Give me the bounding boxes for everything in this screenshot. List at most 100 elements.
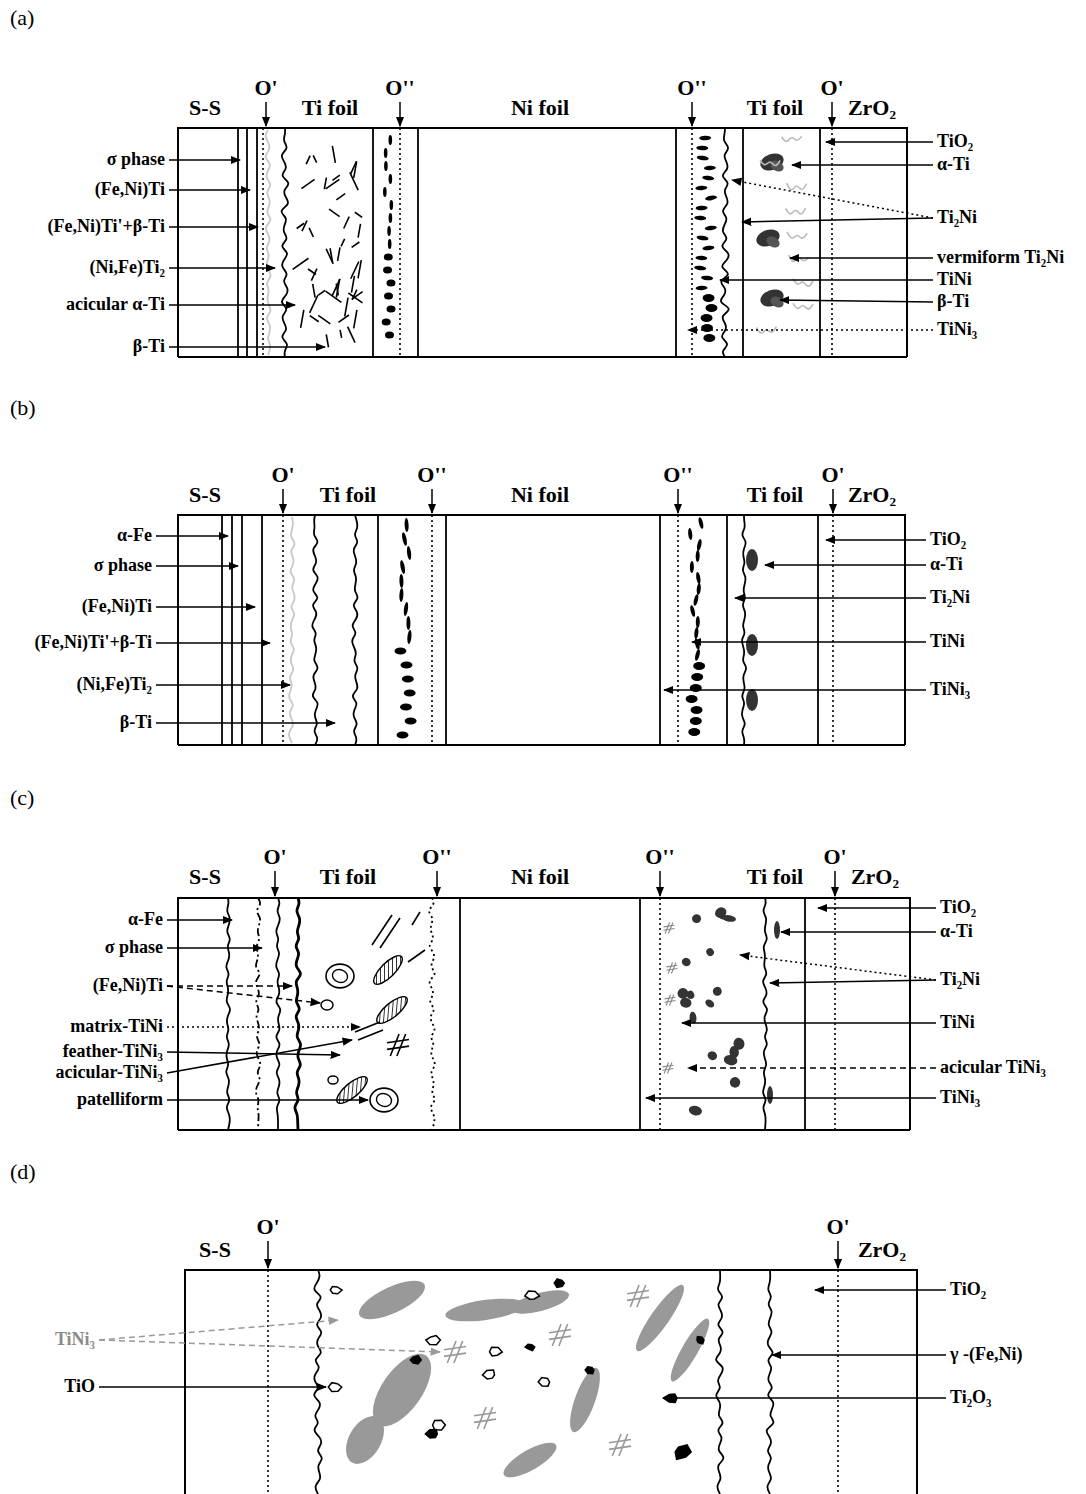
phase-particle [382,319,391,326]
phase-particle [704,165,716,170]
oxide-particle [433,1420,446,1430]
phase-label: (Fe,Ni)Ti [93,976,163,996]
oxide-particle [330,1287,342,1294]
phase-particle [764,234,781,250]
layer-header: Ti foil [320,483,376,507]
phase-particle [405,718,417,725]
interface-line [831,128,833,357]
phase-label: TiNi₃ [937,320,977,340]
phase-label: Ti₂Ni [940,970,980,990]
acicular-needle [302,221,307,232]
acicular-needle [336,279,339,297]
acicular-needle [310,316,319,322]
phase-label: β-Ti [937,292,969,312]
acicular-hash [668,923,672,934]
acicular-needle [311,269,317,281]
phase-label: (Fe,Ni)Ti'+β-Ti [47,217,165,237]
acicular-hash [474,1413,496,1416]
phase-boundary [231,515,233,745]
leader-arrow [156,535,228,537]
layer-header: S-S [189,483,221,507]
phase-particle [728,1075,742,1090]
leader-arrow [770,980,936,983]
leader-arrow [659,871,661,896]
phase-label: matrix-TiNi [70,1017,163,1037]
phase-boundary [819,128,821,357]
phase-particle [754,226,782,249]
phase-particle [406,546,412,560]
feather-particle [333,1072,371,1107]
phase-particle [396,732,408,739]
leader-arrow [282,489,284,513]
acicular-needle [306,156,310,164]
wavy-boundary [429,898,435,1130]
wavy-boundary [282,128,289,357]
phase-particle [403,602,409,616]
phase-label: acicular-TiNi₃ [56,1063,163,1083]
phase-particle [399,560,406,575]
phase-particle [695,285,707,290]
joint-frame [178,744,905,746]
leader-arrow [815,1289,946,1291]
phase-label: vermiform Ti₂Ni [937,248,1064,268]
leader-arrow [832,489,834,513]
oxide-particle [525,1291,540,1299]
interface-marker: O' [263,845,286,869]
acicular-hash [549,1330,571,1333]
layer-header: ZrO₂ [851,865,899,889]
leader-arrow [156,565,238,567]
grey-phase [509,1286,572,1319]
phase-particle [400,704,412,711]
phase-boundary [639,898,641,1130]
phase-particle [401,532,408,547]
phase-boundary [459,898,461,1130]
layer-header: Ti foil [747,96,803,120]
oxide-particle [585,1367,594,1374]
interface-marker: O' [826,1215,849,1239]
interface-marker: O' [254,76,277,100]
phase-particle [386,280,395,287]
phase-particle [706,1050,719,1062]
acicular-hash [549,1336,571,1339]
wavy-boundary [352,515,357,745]
layer-header: ZrO₂ [858,1238,906,1262]
leader-arrow [742,218,933,222]
leader-lines [99,102,946,1398]
patelliform-particle [328,1076,338,1084]
grey-phase [665,1315,715,1385]
vermiform-phase [786,208,806,214]
wavy-boundary [266,130,271,355]
phase-particle [404,690,416,697]
acicular-needle [309,228,313,237]
phase-particle [695,185,707,190]
acicular-hash [664,929,675,931]
phase-label: α-Ti [930,555,963,575]
phase-particle [384,254,393,261]
phase-particle [680,956,692,968]
leader-arrow [169,304,295,306]
acicular-needle [348,327,355,343]
layer-header: ZrO₂ [848,483,896,507]
leader-arrow [99,1320,338,1340]
phase-particle [702,245,714,251]
phase-label: (Fe,Ni)Ti [82,597,152,617]
acicular-needle [313,284,315,298]
phase-particle [386,306,395,313]
phase-particle [695,256,707,261]
phase-particle [688,728,700,736]
acicular-hash [474,1419,496,1422]
acicular-needle [341,239,345,247]
phase-particle [690,717,702,725]
layer-header: Ni foil [511,96,569,120]
leader-arrow [691,102,693,126]
leader-arrow [167,986,320,1003]
wavy-boundary [763,898,767,1130]
phase-particle [383,187,387,197]
interface-line [267,1270,269,1494]
acicular-needle [354,310,357,328]
joint-frame [185,1270,917,1494]
oxide-particle [554,1279,564,1287]
oxide-particle [490,1347,503,1356]
leader-arrow [646,1097,936,1099]
leader-arrow [792,164,933,166]
